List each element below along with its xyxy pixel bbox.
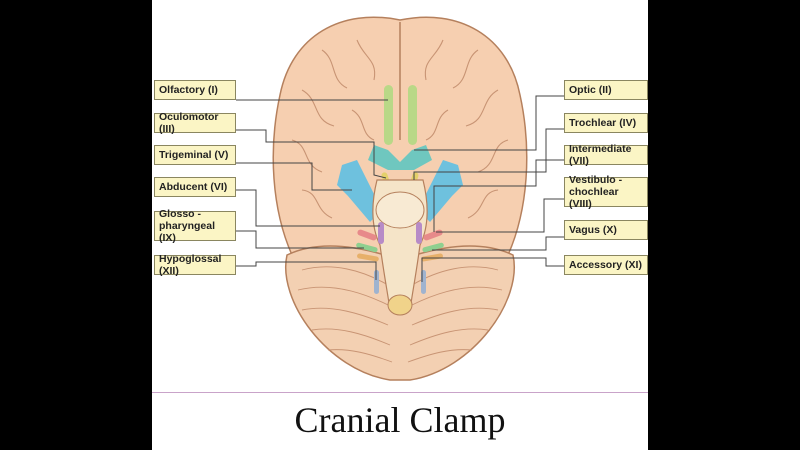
brain-diagram (236, 16, 564, 381)
label-vestibulocochlear: Vestibulo - chochlear (VIII) (564, 174, 648, 210)
glossopharyngeal-nerve-right (422, 242, 444, 253)
medulla (387, 294, 413, 316)
label-abducent: Abducent (VI) (154, 177, 236, 197)
pons (375, 191, 425, 229)
label-abducent-text: Abducent (VI) (159, 181, 228, 193)
glossopharyngeal-nerve-left (356, 242, 378, 253)
optic-chiasm (368, 145, 432, 170)
label-glossopharyngeal: Glosso - pharyngeal (IX) (154, 208, 236, 244)
vagus-nerve-left (357, 253, 379, 262)
label-trochlear-text: Trochlear (IV) (569, 117, 637, 129)
label-optic: Optic (II) (564, 80, 648, 100)
hypoglossal-nerve-left (374, 270, 379, 294)
label-vagus-text: Vagus (X) (569, 224, 617, 236)
olfactory-bulb-left (384, 85, 393, 145)
label-intermediate: Intermediate (VII) (564, 143, 648, 167)
facial-nerve-left (357, 229, 377, 241)
label-trigeminal-text: Trigeminal (V) (159, 149, 229, 161)
trigeminal-root-left (337, 160, 382, 222)
label-optic-text: Optic (II) (569, 84, 612, 96)
label-oculomotor: Oculomotor (III) (154, 111, 236, 135)
label-accessory-text: Accessory (XI) (569, 259, 642, 271)
vagus-nerve-right (421, 253, 443, 262)
gyri (291, 39, 509, 219)
label-glossopharyngeal-text: Glosso - pharyngeal (IX) (159, 208, 216, 244)
cerebellar-folia (297, 266, 503, 363)
label-oculomotor-text: Oculomotor (III) (159, 111, 219, 135)
slide: Olfactory (I) Oculomotor (III) Trigemina… (152, 0, 648, 450)
label-hypoglossal: Hypoglossal (XII) (154, 253, 236, 277)
trigeminal-root-right (418, 160, 463, 222)
slide-title: Cranial Clamp (294, 400, 506, 440)
leader-lines (236, 95, 564, 282)
label-accessory: Accessory (XI) (564, 255, 648, 275)
label-intermediate-text: Intermediate (VII) (569, 143, 632, 167)
label-hypoglossal-text: Hypoglossal (XII) (159, 253, 222, 277)
label-vagus: Vagus (X) (564, 220, 648, 240)
label-vestibulocochlear-text: Vestibulo - chochlear (VIII) (569, 174, 623, 210)
label-olfactory-text: Olfactory (I) (159, 84, 218, 96)
abducent-nerve-r (416, 222, 422, 244)
caption-divider (152, 392, 648, 393)
label-trigeminal: Trigeminal (V) (154, 145, 236, 165)
label-olfactory: Olfactory (I) (154, 80, 236, 100)
label-trochlear: Trochlear (IV) (564, 113, 648, 133)
olfactory-bulb-right (408, 85, 417, 145)
abducent-nerve (378, 222, 384, 244)
